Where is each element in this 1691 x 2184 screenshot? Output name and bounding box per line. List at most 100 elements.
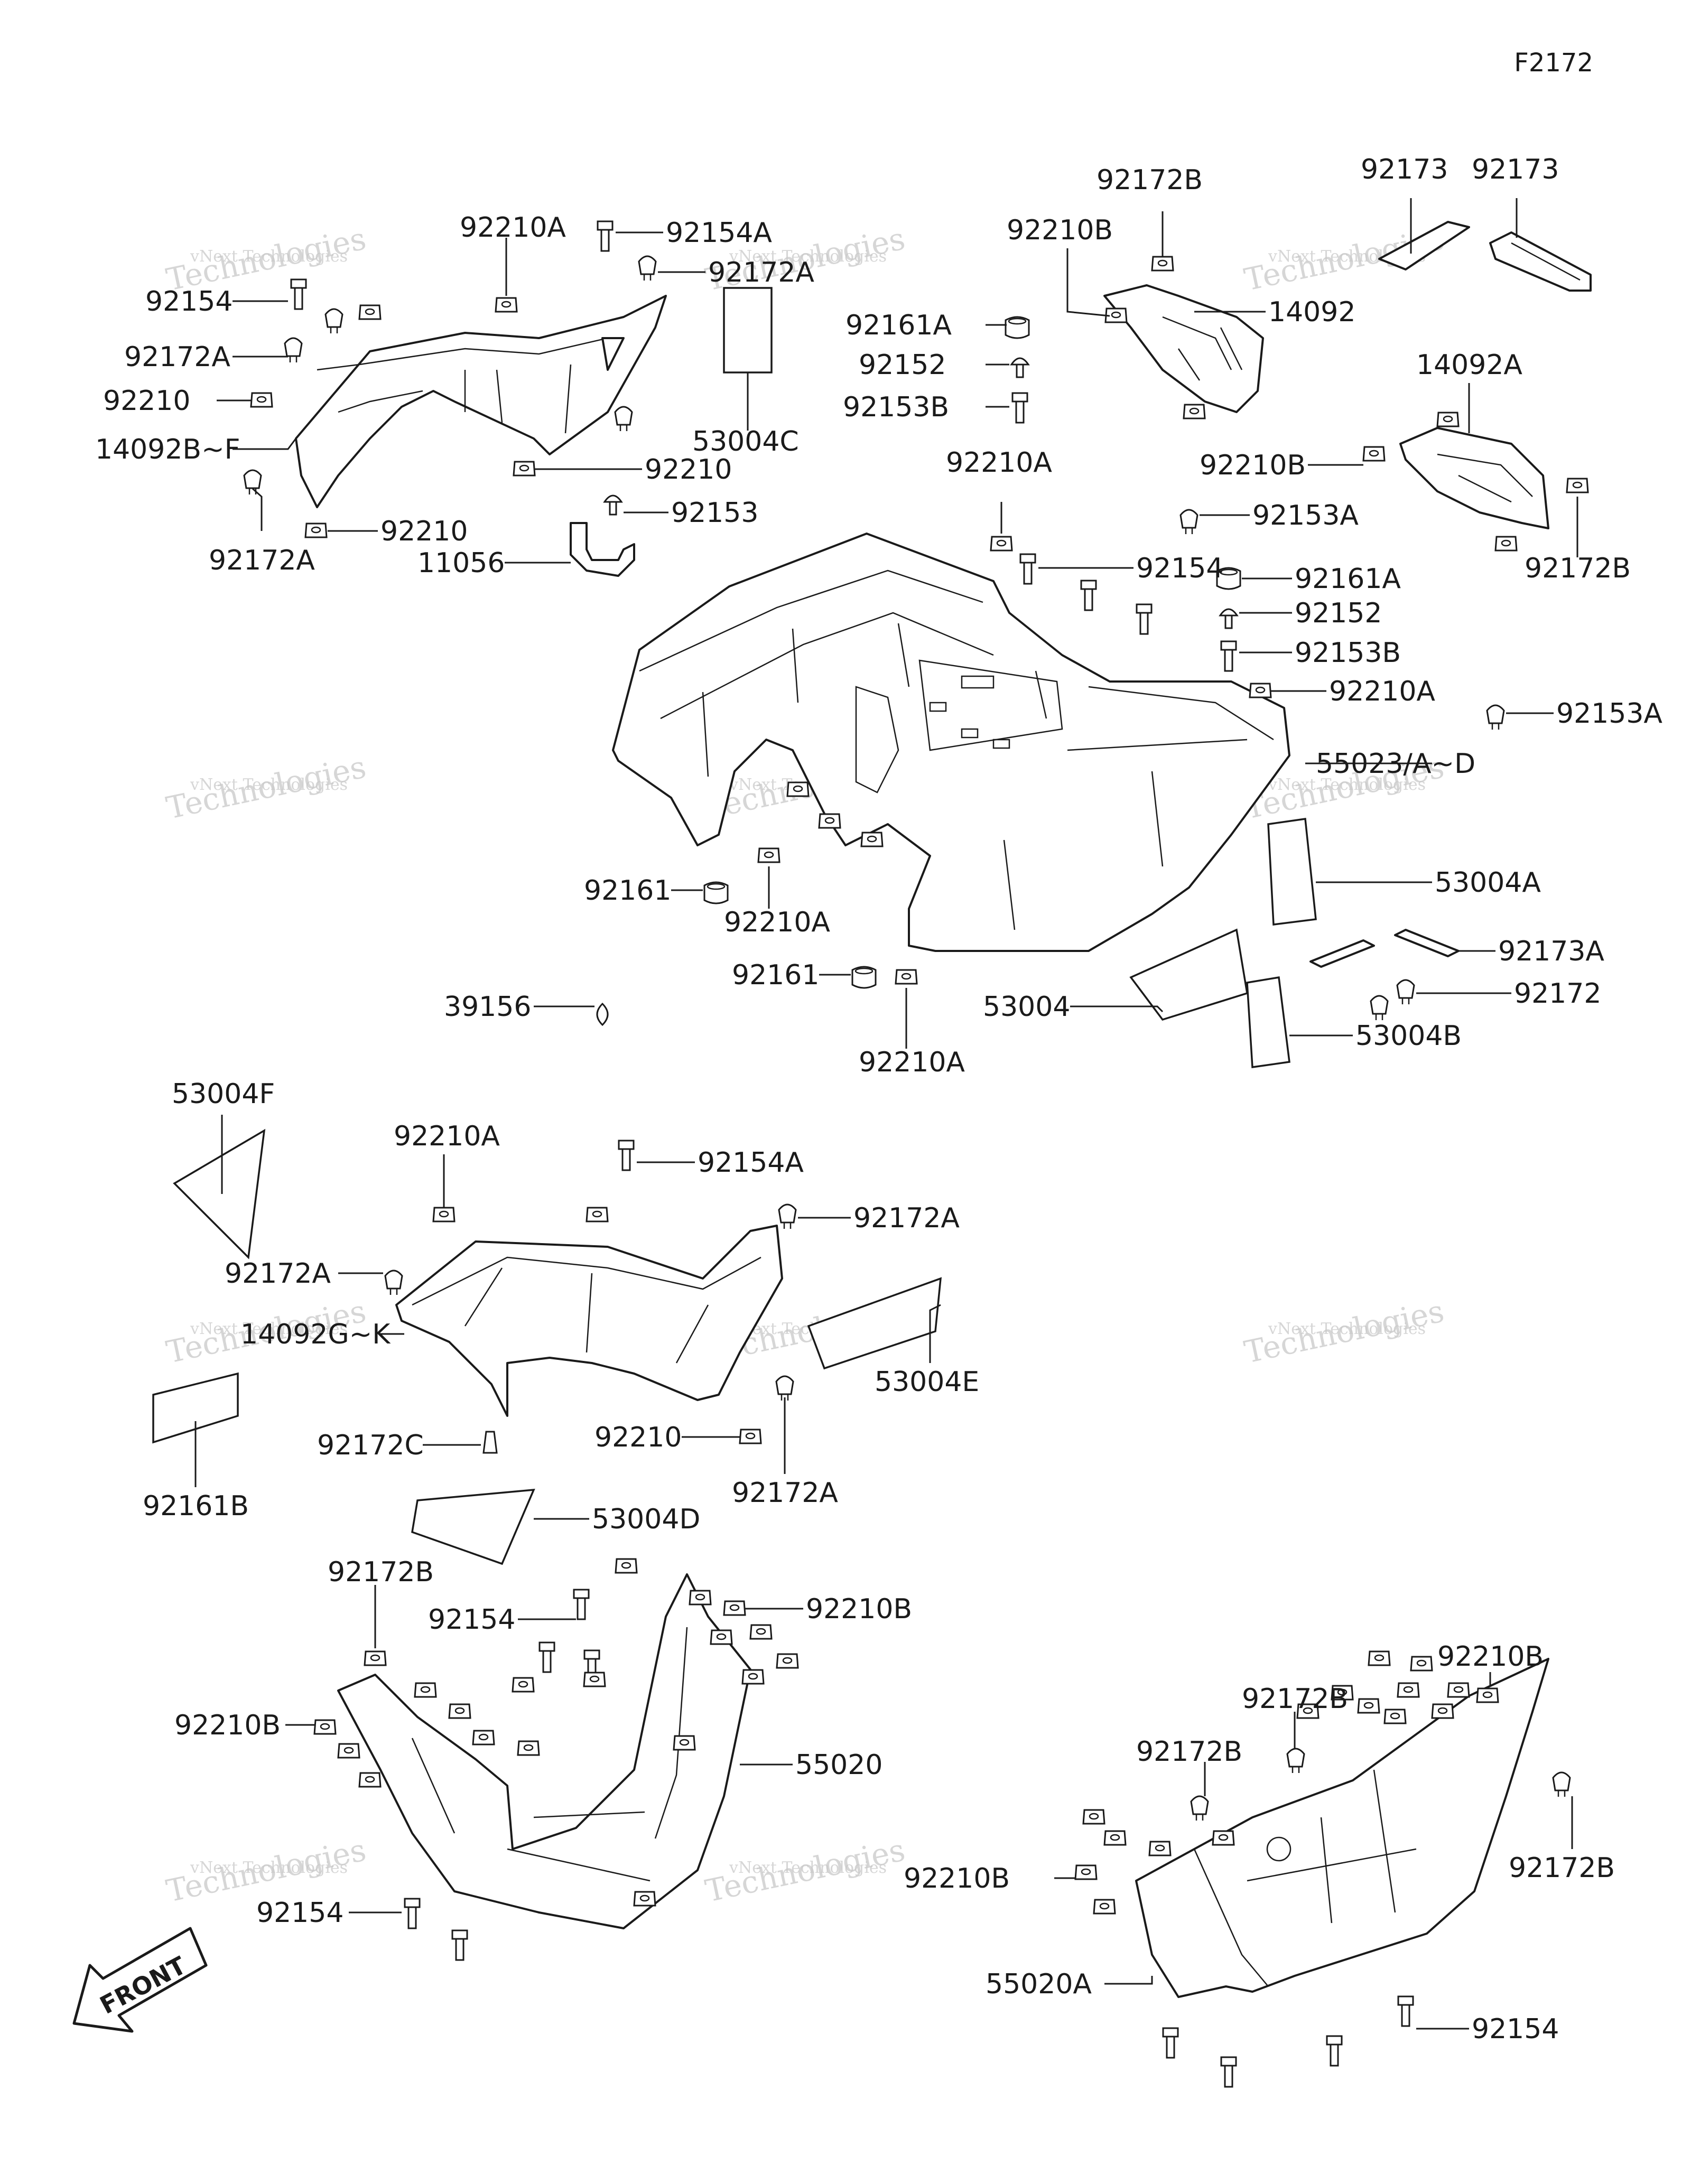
- bolt-icon: [1162, 2027, 1179, 2059]
- watermark-text: vNext Technologies: [1268, 1320, 1426, 1338]
- bolt-icon: [1326, 2035, 1343, 2067]
- sticker-53004E: [807, 1277, 942, 1370]
- nut-icon: [495, 297, 518, 313]
- panel-14092A-drawing: [1399, 427, 1549, 529]
- label-92172A: 92172A: [732, 1477, 838, 1509]
- clip-icon: [243, 469, 262, 496]
- clip-icon: [778, 1203, 797, 1230]
- label-39156: 39156: [444, 991, 531, 1023]
- label-92172B: 92172B: [1525, 553, 1631, 584]
- label-53004B: 53004B: [1355, 1020, 1462, 1052]
- bolt-icon: [1011, 392, 1028, 424]
- sticker-53004D: [411, 1488, 535, 1565]
- nut-icon: [710, 1629, 733, 1645]
- label-92152: 92152: [1295, 598, 1382, 629]
- nut-icon: [313, 1719, 337, 1735]
- nut-icon: [1151, 256, 1174, 272]
- nut-icon: [472, 1730, 495, 1746]
- nut-icon: [615, 1558, 638, 1574]
- label-92210: 92210: [103, 385, 190, 417]
- label-53004D: 53004D: [592, 1504, 700, 1535]
- strap-92173-drawings: [1378, 221, 1592, 292]
- nut-icon: [414, 1682, 437, 1698]
- bolt-icon: [1220, 640, 1237, 672]
- label-14092: 14092: [1268, 296, 1355, 328]
- grommet-icon: [703, 881, 729, 904]
- nut-icon: [1494, 536, 1518, 552]
- sticker-drawings: [152, 287, 1317, 1565]
- nut-icon: [818, 813, 841, 829]
- watermark-text: Technologies: [702, 1832, 908, 1909]
- clip-icon: [1286, 1748, 1305, 1774]
- bolt-icon: [451, 1929, 468, 1961]
- pad-92161B: [152, 1372, 239, 1444]
- clip-icon: [324, 308, 343, 334]
- watermark-11: vNext Technologies Technologies: [702, 1832, 908, 1909]
- label-55023-A-D: 55023/A~D: [1316, 748, 1475, 780]
- nut-icon: [358, 304, 382, 320]
- clip-icon: [1179, 509, 1198, 535]
- nut-icon: [1093, 1899, 1116, 1915]
- nut-icon: [1148, 1841, 1172, 1856]
- label-92210: 92210: [594, 1422, 682, 1453]
- label-92161B: 92161B: [143, 1490, 249, 1522]
- bolt-icon: [538, 1641, 555, 1673]
- label-92161A: 92161A: [846, 310, 952, 341]
- nut-icon: [432, 1207, 456, 1222]
- nut-icon: [689, 1590, 712, 1606]
- nut-icon: [1431, 1703, 1454, 1719]
- nut-icon: [358, 1772, 382, 1788]
- diagram-code: F2172: [1514, 48, 1593, 78]
- clip-icon: [1552, 1771, 1571, 1798]
- clip-icon: [1396, 979, 1415, 1005]
- nut-icon: [1410, 1656, 1433, 1672]
- label-92172A: 92172A: [209, 545, 315, 576]
- label-92210B: 92210B: [806, 1593, 912, 1625]
- nut-icon: [1368, 1650, 1391, 1666]
- label-92172: 92172: [1514, 978, 1601, 1010]
- nut-icon: [739, 1429, 762, 1444]
- label-55020: 55020: [795, 1749, 882, 1781]
- label-92210A: 92210A: [460, 212, 566, 244]
- nut-icon: [741, 1669, 765, 1685]
- front-direction-arrow: FRONT: [72, 1927, 208, 2033]
- watermark-4: vNext Technologies Technologies: [163, 749, 369, 826]
- sticker-53004A: [1267, 818, 1317, 926]
- clip-icon: [284, 337, 303, 363]
- nut-icon: [583, 1672, 606, 1687]
- label-92152: 92152: [859, 349, 946, 381]
- label-92172A: 92172A: [708, 257, 814, 288]
- sticker-53004C: [723, 287, 773, 374]
- nut-icon: [517, 1740, 540, 1756]
- label-92210: 92210: [380, 516, 468, 547]
- watermark-text: Technologies: [163, 749, 369, 826]
- grommet-icon: [851, 966, 877, 989]
- label-92161: 92161: [584, 875, 671, 907]
- sticker-53004B: [1246, 976, 1290, 1069]
- watermark-9: vNext Technologies Technologies: [1241, 1293, 1447, 1370]
- nut-icon: [512, 1677, 535, 1693]
- bolt-icon: [1397, 1995, 1414, 2027]
- label-14092G-K: 14092G~K: [240, 1319, 391, 1350]
- nut-icon: [757, 847, 781, 863]
- nut-icon: [250, 392, 273, 408]
- bolt-icon: [1220, 2056, 1237, 2088]
- nut-icon: [1476, 1687, 1499, 1703]
- label-53004C: 53004C: [692, 426, 799, 458]
- label-92154: 92154: [1136, 553, 1223, 584]
- nut-icon: [723, 1600, 746, 1616]
- nut-icon: [786, 781, 810, 797]
- nut-icon: [749, 1624, 773, 1640]
- label-92153B: 92153B: [1295, 637, 1401, 669]
- clip-92172C-icon: [482, 1431, 498, 1454]
- part-drawings: [152, 220, 1592, 2088]
- watermark-text: vNext Technologies: [190, 247, 348, 266]
- nut-icon: [1397, 1682, 1420, 1698]
- rear-left-fender-drawing: [295, 295, 667, 508]
- arrow-icon: [72, 1927, 208, 2033]
- label-92173: 92173: [1472, 154, 1559, 185]
- label-92173: 92173: [1361, 154, 1448, 185]
- label-92154: 92154: [428, 1604, 515, 1636]
- label-92153A: 92153A: [1556, 698, 1662, 730]
- label-14092A: 14092A: [1416, 349, 1522, 381]
